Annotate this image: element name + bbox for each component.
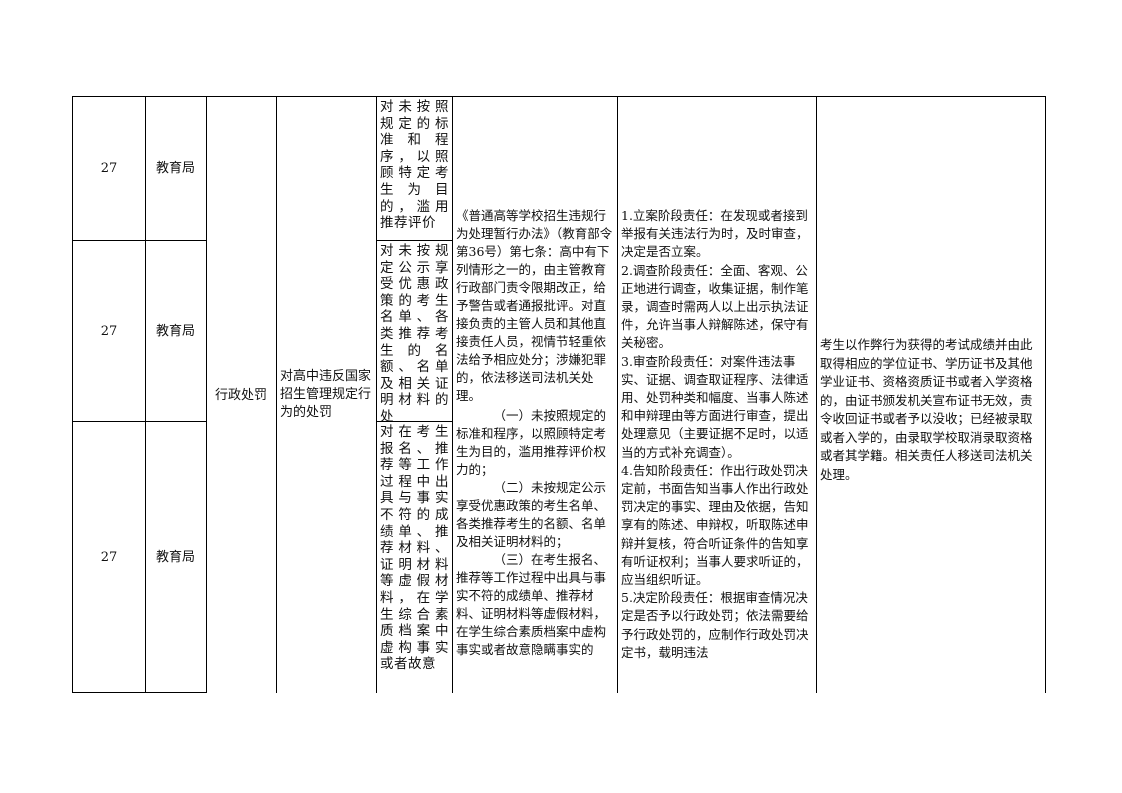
row-1-number: 27 [100,161,118,176]
responsibility-text: 1.立案阶段责任：在发现或者接到举报有关违法行为时，及时审查，决定是否立案。 2… [617,97,816,662]
row-3-condition: 对在考生报名、推荐等工作过程中出具与事实不符的成绩单、推荐材料、证明材料等虚假材… [380,424,449,673]
row-1-condition-cell: 对未按照规定的标准和程序，以照顾特定考生为目的，滥用推荐评价 [376,96,453,241]
row-3-department: 教育局 [155,549,195,565]
item-name-cell: 对高中违反国家招生管理规定行为的处罚 [276,96,377,693]
responsibility-stage-2: 2.调查阶段责任：全面、客观、公正地进行调查，收集证据，制作笔录，调查时需两人以… [621,262,809,351]
row-2-number: 27 [100,323,118,339]
row-2-number-cell: 27 [72,241,146,422]
row-1-department: 教育局 [155,161,195,176]
duty-note-cell: 考生以作弊行为获得的考试成绩并由此取得相应的学位证书、学历证书及其他学业证书、资… [816,96,1046,693]
row-1-department-cell: 教育局 [145,96,207,241]
row-2-department: 教育局 [155,323,195,339]
duty-note: 考生以作弊行为获得的考试成绩并由此取得相应的学位证书、学历证书及其他学业证书、资… [820,337,1033,482]
row-1-condition: 对未按照规定的标准和程序，以照顾特定考生为目的，滥用推荐评价 [380,99,449,232]
category-label: 行政处罚 [214,387,267,403]
legal-basis-cell: 《普通高等学校招生违规行为处理暂行办法》（教育部令第36号）第七条：高中有下列情… [452,96,618,693]
row-2-condition: 对未按规定公示享受优惠政策的考生名单、各类推荐考生的名额、名单及相关证明材料的处 [380,243,449,422]
row-1-number-cell: 27 [72,96,146,241]
item-name: 对高中违反国家招生管理规定行为的处罚 [280,369,372,420]
responsibility-stage-3: 3.审查阶段责任：对案件违法事实、证据、调查取证程序、法律适用、处罚种类和幅度、… [621,353,809,460]
row-3-number: 27 [100,549,118,565]
legal-basis-intro: 《普通高等学校招生违规行为处理暂行办法》（教育部令第36号）第七条：高中有下列情… [456,208,613,403]
row-2-condition-cell: 对未按规定公示享受优惠政策的考生名单、各类推荐考生的名额、名单及相关证明材料的处 [376,241,453,422]
row-3-condition-cell: 对在考生报名、推荐等工作过程中出具与事实不符的成绩单、推荐材料、证明材料等虚假材… [376,422,453,693]
legal-basis-item-3: （三）在考生报名、推荐等工作过程中出具与事实不符的成绩单、推荐材料、证明材料等虚… [456,552,607,657]
row-2-department-cell: 教育局 [145,241,207,422]
responsibility-stage-4: 4.告知阶段责任：作出行政处罚决定前，书面告知当事人作出行政处罚决定的事实、理由… [621,462,809,588]
legal-basis-item-1: （一）未按照规定的标准和程序，以照顾特定考生为目的，滥用推荐评价权力的； [456,408,607,477]
category-cell: 行政处罚 [206,96,277,693]
responsibility-cell: 1.立案阶段责任：在发现或者接到举报有关违法行为时，及时审查，决定是否立案。 2… [617,96,817,693]
legal-basis-text: 《普通高等学校招生违规行为处理暂行办法》（教育部令第36号）第七条：高中有下列情… [452,97,617,659]
responsibility-stage-1: 1.立案阶段责任：在发现或者接到举报有关违法行为时，及时审查，决定是否立案。 [621,208,809,260]
responsibility-stage-5: 5.决定阶段责任：根据审查情况决定是否予以行政处罚；依法需要给予行政处罚的，应制… [621,590,809,660]
row-3-number-cell: 27 [72,422,146,693]
legal-basis-item-2: （二）未按规定公示享受优惠政策的考生名单、各类推荐考生的名额、名单及相关证明材料… [456,480,607,549]
row-3-department-cell: 教育局 [145,422,207,693]
